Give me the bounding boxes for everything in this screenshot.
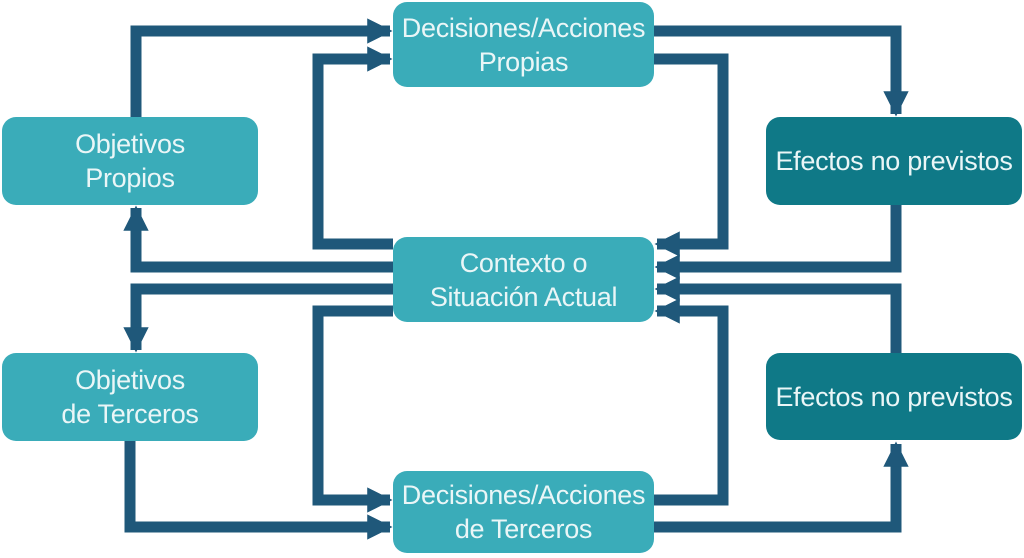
node-label: Decisiones/Acciones Propias bbox=[401, 12, 646, 77]
edge-decisiones-propias-to-efectos-superior bbox=[654, 25, 909, 117]
node-label: Contexto o Situación Actual bbox=[429, 247, 618, 312]
edge-contexto-to-decisiones-terceros bbox=[312, 305, 393, 513]
edge-efectos-superior-to-contexto bbox=[654, 205, 902, 280]
edge-efectos-inferior-to-contexto bbox=[654, 276, 902, 353]
edge-contexto-to-decisiones-propias bbox=[312, 46, 393, 250]
edge-decisiones-terceros-to-efectos-inferior bbox=[654, 441, 909, 533]
node-label: Objetivos Propios bbox=[75, 129, 185, 193]
node-efectos-no-previstos-inferior: Efectos no previstos bbox=[766, 353, 1022, 440]
node-objetivos-propios: Objetivos Propios bbox=[2, 117, 258, 205]
node-label: Objetivos de Terceros bbox=[61, 365, 199, 429]
node-contexto-situacion-actual: Contexto o Situación Actual bbox=[393, 237, 654, 322]
node-label: Efectos no previstos bbox=[775, 146, 1013, 176]
edge-objetivos-terceros-to-decisiones-terceros bbox=[124, 441, 393, 540]
node-label: Efectos no previstos bbox=[775, 381, 1013, 412]
edge-contexto-to-objetivos-terceros bbox=[123, 283, 393, 353]
edge-objetivos-propios-to-decisiones-propias bbox=[130, 18, 393, 117]
edge-contexto-to-objetivos-propios bbox=[123, 205, 393, 273]
node-label: Decisiones/Acciones de Terceros bbox=[401, 480, 646, 544]
node-decisiones-acciones-de-terceros: Decisiones/Acciones de Terceros bbox=[393, 471, 654, 553]
edge-decisiones-propias-to-contexto bbox=[654, 53, 729, 257]
edge-decisiones-terceros-to-contexto bbox=[654, 298, 729, 506]
node-efectos-no-previstos-superior: Efectos no previstos bbox=[766, 117, 1022, 205]
node-decisiones-acciones-propias: Decisiones/Acciones Propias bbox=[393, 2, 654, 87]
node-objetivos-de-terceros: Objetivos de Terceros bbox=[2, 353, 258, 441]
